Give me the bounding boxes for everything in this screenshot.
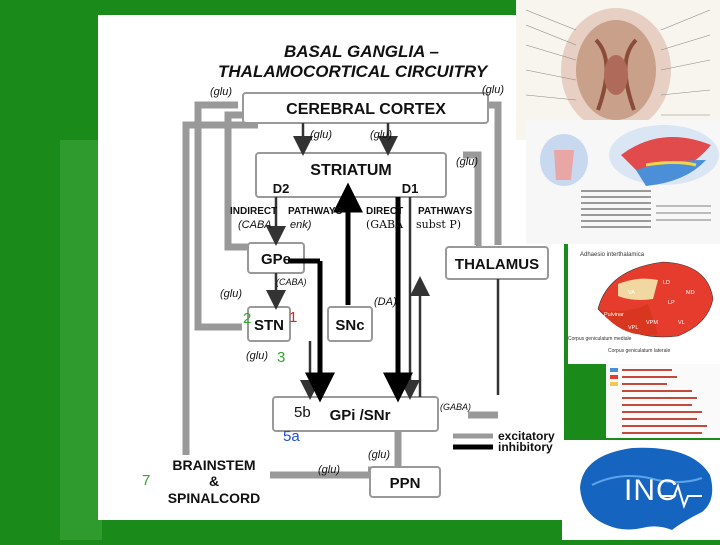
annotation-5a: 5a xyxy=(283,428,300,445)
circuit-diagram: BASAL GANGLIA – THALAMOCORTICAL CIRCUITR… xyxy=(158,42,555,511)
indirect-label-4: enk) xyxy=(290,219,312,231)
d1-label: D1 xyxy=(402,181,419,196)
gpe-label: GPe xyxy=(261,251,291,268)
annotation-2: 2 xyxy=(243,310,252,327)
nucleus-label-vpl: VPL xyxy=(628,325,638,331)
annotation-3: 3 xyxy=(277,349,286,366)
anatomy-coronal-slices-image xyxy=(526,120,720,244)
annotation-5b: 5b xyxy=(294,404,311,421)
connections xyxy=(266,123,500,400)
direct-label-3: (GABA xyxy=(366,218,404,231)
legend-inhibitory: inhibitory xyxy=(498,440,553,454)
nucleus-label-lp: LP xyxy=(668,300,675,306)
background-stripe xyxy=(60,140,102,540)
brainstem-label-3: SPINALCORD xyxy=(168,490,261,506)
glu-label-left: (glu) xyxy=(210,86,232,98)
diagram-slide: BASAL GANGLIA – THALAMOCORTICAL CIRCUITR… xyxy=(98,15,564,520)
diagram-title-line2: THALAMOCORTICAL CIRCUITRY xyxy=(218,62,489,81)
glu-label-right: (glu) xyxy=(482,84,504,96)
caba-label-gpe: (CABA) xyxy=(276,277,307,287)
gpi-snr-label: GPi /SNr xyxy=(330,407,391,424)
gaba-label-gpi: (GABA) xyxy=(440,402,471,412)
direct-label-4: subst P) xyxy=(416,218,461,231)
ppn-label: PPN xyxy=(390,475,421,492)
inc-logo: INC xyxy=(562,440,720,540)
cortex-label: CEREBRAL CORTEX xyxy=(286,101,446,118)
da-label: (DA) xyxy=(374,296,397,308)
nucleus-label-vpm: VPM xyxy=(646,320,658,326)
nucleus-label-md: MD xyxy=(686,290,695,296)
cerebral-cortex-box xyxy=(242,92,489,124)
coronal-slices-illustration xyxy=(540,125,719,228)
brain-section-illustration xyxy=(525,8,711,132)
d2-label: D2 xyxy=(273,181,290,196)
anatomy-brain-section-image xyxy=(516,0,720,140)
corpus-geniculatum-mediale-label: Corpus geniculatum mediale xyxy=(568,336,632,342)
snc-label: SNc xyxy=(335,317,364,334)
legend-excitatory: excitatory xyxy=(498,429,555,443)
nucleus-label-pulvinar: Pulvinar xyxy=(604,312,624,318)
brainstem-label-2: & xyxy=(209,473,219,489)
direct-label-1: DIRECT xyxy=(366,206,403,217)
glu-label-ppn-bs: (glu) xyxy=(318,464,340,476)
indirect-label-3: (CABA xyxy=(238,219,272,231)
indirect-label-1: INDIRECT xyxy=(230,206,277,217)
glu-label-stn-out: (glu) xyxy=(246,350,268,362)
gpi-snr-box xyxy=(272,396,439,432)
annotation-7: 7 xyxy=(142,472,151,489)
thalamus-label: THALAMUS xyxy=(455,256,539,273)
indirect-label-2: PATHWAYS xyxy=(288,206,343,217)
nucleus-key-table-graphic xyxy=(610,368,707,434)
inhibitory-connections xyxy=(288,182,413,403)
stn-label: STN xyxy=(254,317,284,334)
nucleus-label-va: VA xyxy=(628,290,635,296)
legend: excitatory inhibitory xyxy=(453,429,555,454)
inc-logo-graphic: INC xyxy=(580,447,713,530)
inc-logo-text: INC xyxy=(624,474,679,507)
nucleus-label-ld: LD xyxy=(663,280,670,286)
annotation-4: 4 xyxy=(671,334,680,351)
nucleus-key-table xyxy=(606,364,720,438)
annotation-1: 1 xyxy=(289,309,298,326)
ppn-box xyxy=(369,466,441,498)
glu-label-ppn-up: (glu) xyxy=(368,449,390,461)
glu-label-cs2: (glu) xyxy=(370,129,392,141)
feedback-loops xyxy=(182,101,502,479)
thalamus-nuclei-inset: Adhaesio interthalamica VA VL VPL VPM LD… xyxy=(568,244,720,364)
brainstem-box xyxy=(158,455,270,511)
diagram-title-line1: BASAL GANGLIA – xyxy=(284,42,439,61)
glu-label-stn-in: (glu) xyxy=(220,288,242,300)
glu-label-cs1: (glu) xyxy=(310,129,332,141)
corpus-geniculatum-laterale-label: Corpus geniculatum laterale xyxy=(608,348,670,354)
thalamus-inset-title: Adhaesio interthalamica xyxy=(580,252,645,258)
snc-box xyxy=(327,306,373,342)
glu-label-ts: (glu) xyxy=(456,156,478,168)
thalamus-nuclei-illustration: Adhaesio interthalamica VA VL VPL VPM LD… xyxy=(568,252,714,354)
nucleus-label-vl: VL xyxy=(678,320,685,326)
brainstem-label-1: BRAINSTEM xyxy=(172,457,255,473)
direct-label-2: PATHWAYS xyxy=(418,206,473,217)
striatum-label: STRIATUM xyxy=(310,162,391,179)
